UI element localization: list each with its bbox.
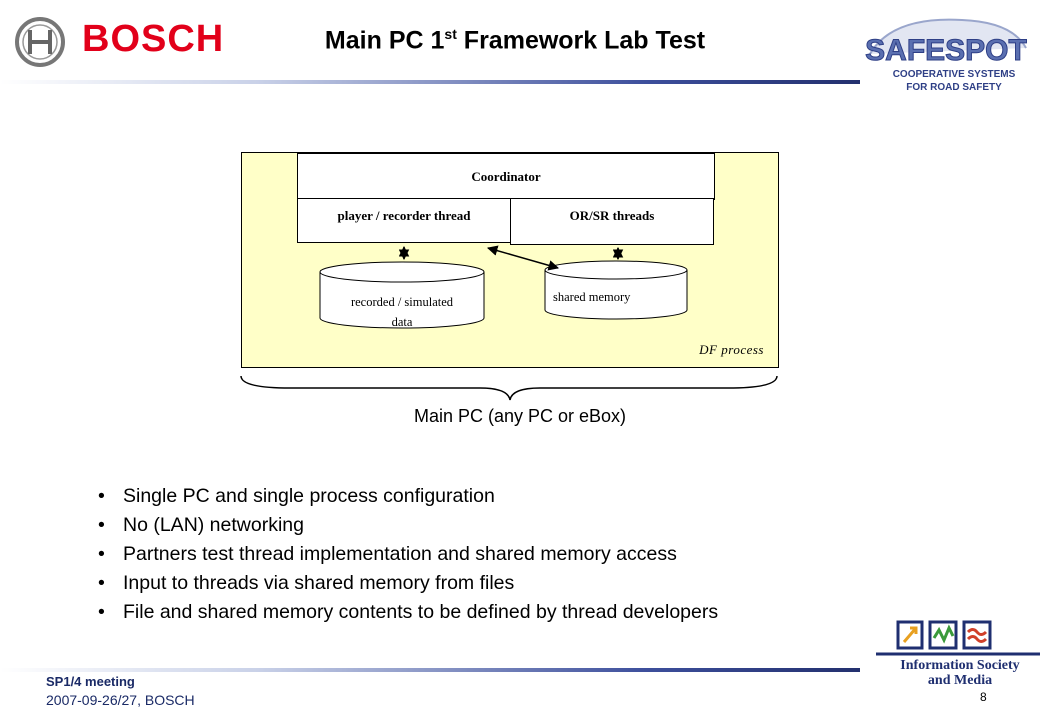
page-number: 8 (980, 690, 987, 704)
bullet-item: No (LAN) networking (98, 511, 718, 540)
main-pc-caption: Main PC (any PC or eBox) (413, 406, 627, 426)
df-process-label: DF process (699, 342, 764, 357)
bosch-emblem-icon (15, 17, 65, 67)
player-recorder-thread-box: player / recorder thread (297, 198, 511, 243)
header-divider (0, 80, 860, 84)
page-title: Main PC 1st Framework Lab Test (324, 26, 706, 55)
footer-divider (0, 668, 860, 672)
coordinator-box: Coordinator (297, 153, 715, 200)
bullet-item: Input to threads via shared memory from … (98, 569, 718, 598)
bullet-item: Partners test thread implementation and … (98, 540, 718, 569)
svg-text:COOPERATIVE SYSTEMS: COOPERATIVE SYSTEMS (893, 69, 1016, 80)
safespot-logo: SAFESPOT COOPERATIVE SYSTEMS FOR ROAD SA… (865, 18, 1027, 93)
bullet-item: File and shared memory contents to be de… (98, 598, 718, 627)
svg-text:FOR ROAD SAFETY: FOR ROAD SAFETY (906, 82, 1002, 93)
main-pc-brace (240, 375, 778, 401)
svg-text:SAFESPOT: SAFESPOT (865, 34, 1027, 67)
bosch-wordmark: BOSCH (82, 18, 225, 60)
bullet-item: Single PC and single process configurati… (98, 482, 718, 511)
footer-date: 2007-09-26/27, BOSCH (46, 692, 195, 708)
bullet-list: Single PC and single process configurati… (98, 482, 718, 627)
orsr-threads-box: OR/SR threads (510, 198, 714, 245)
footer-meeting: SP1/4 meeting (46, 674, 135, 689)
information-society-logo (876, 620, 1040, 656)
shared-memory-label: shared memory (553, 290, 631, 304)
